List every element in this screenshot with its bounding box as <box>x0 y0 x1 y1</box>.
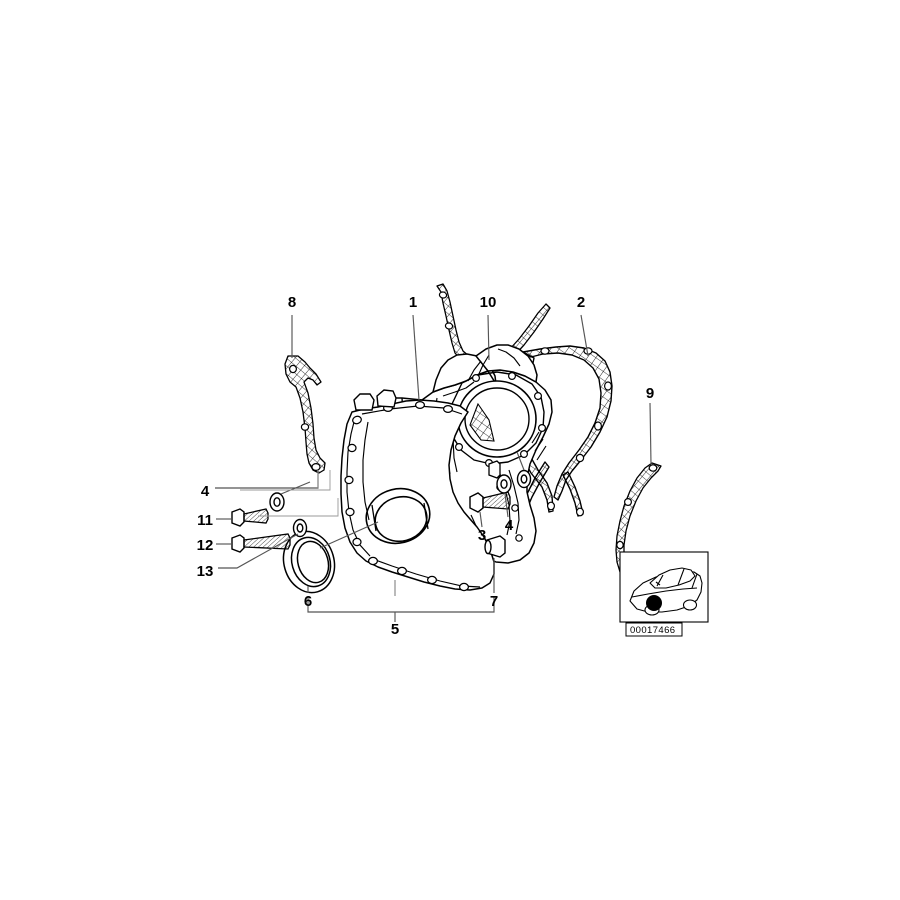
callout-11: 11 <box>197 512 213 529</box>
part-4-washer-right-2[interactable] <box>516 469 532 489</box>
callout-10: 10 <box>480 294 497 311</box>
part-5-cover-bolt-holes <box>344 400 470 592</box>
part-7-dowel-pin-upper[interactable] <box>488 460 501 479</box>
callout-8: 8 <box>288 294 296 311</box>
callout-3: 3 <box>478 527 486 544</box>
reference-number-box <box>625 622 683 637</box>
callout-1: 1 <box>409 294 417 311</box>
part-3-hex-bolt[interactable] <box>469 491 511 513</box>
part-1-camshaft-aperture <box>457 380 537 458</box>
callout-12: 12 <box>197 537 214 554</box>
callout-2: 2 <box>577 294 585 311</box>
callout-leader-lines <box>215 314 652 622</box>
part-13-washer-small[interactable] <box>292 518 308 538</box>
callout-labels: 8 1 10 2 9 4 11 12 13 3 4 6 7 5 <box>197 294 655 638</box>
callout-6: 6 <box>304 593 312 610</box>
part-5-timing-case-cover[interactable] <box>340 399 495 591</box>
reference-number-text: 00017466 <box>630 625 675 636</box>
callout-7: 7 <box>490 593 498 610</box>
part-7-dowel-sleeve[interactable] <box>484 535 506 558</box>
callout-13: 13 <box>197 563 214 580</box>
callout-4-right: 4 <box>505 517 514 534</box>
vehicle-inset[interactable]: 00017466 <box>619 551 709 637</box>
part-8-gasket-holes <box>289 364 321 472</box>
part-5-seal-bore <box>365 487 431 545</box>
part-4-washer-right[interactable] <box>496 474 512 494</box>
engine-location-marker <box>646 595 662 611</box>
part-5-cover-tabs <box>353 389 397 411</box>
callout-4-left: 4 <box>201 483 210 500</box>
callout-9: 9 <box>646 385 654 402</box>
part-8-timing-case-gasket-left[interactable] <box>284 355 326 474</box>
callout-5: 5 <box>391 621 399 638</box>
part-4-washer-upper[interactable] <box>269 492 285 512</box>
part-11-hex-bolt-long[interactable] <box>231 508 269 527</box>
part-10-timing-case-gasket-top[interactable] <box>436 283 551 367</box>
